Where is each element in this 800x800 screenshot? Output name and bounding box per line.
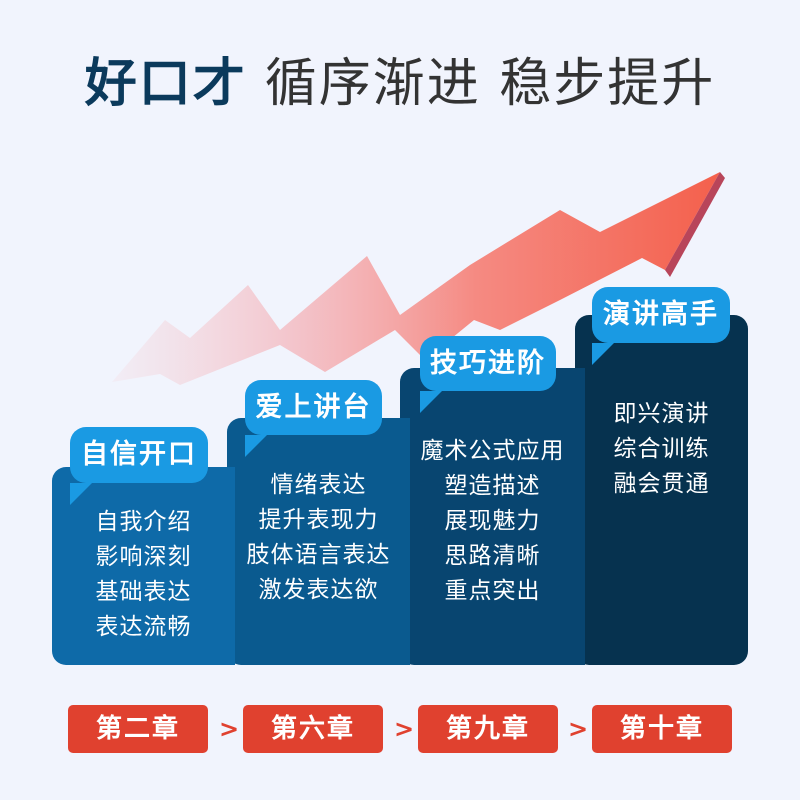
stage-label-4: 演讲高手 (592, 287, 730, 365)
chapter-badge-2: 第六章 (243, 705, 383, 753)
stage-item: 融会贯通 (613, 471, 710, 497)
stage-label-3: 技巧进阶 (420, 336, 556, 413)
title-slogan: 循序渐进 稳步提升 (264, 54, 716, 114)
chevron-right-icon: > (568, 715, 589, 743)
chapter-badge-4: 第十章 (592, 705, 732, 753)
stage-card-3: 魔术公式应用 塑造描述 展现魅力 思路清晰 重点突出 (400, 368, 585, 665)
stage-item: 即兴演讲 (613, 401, 710, 427)
stage-item: 提升表现力 (258, 507, 379, 533)
chevron-right-icon: > (394, 715, 415, 743)
stage-card-4: 即兴演讲 综合训练 融会贯通 (575, 315, 748, 665)
stage-item: 自我介绍 (95, 509, 192, 535)
stage-label-1: 自信开口 (70, 427, 208, 505)
stage-item: 展现魅力 (444, 508, 541, 534)
page-title: 好口才循序渐进 稳步提升 (0, 52, 800, 116)
stage-item: 激发表达欲 (258, 577, 379, 603)
title-brand: 好口才 (84, 54, 247, 114)
stage-card-2: 情绪表达 提升表现力 肢体语言表达 激发表达欲 (227, 418, 410, 665)
stage-label-2: 爱上讲台 (245, 380, 382, 457)
chapter-badge-3: 第九章 (418, 705, 558, 753)
stage-item: 塑造描述 (444, 473, 541, 499)
stage-item: 魔术公式应用 (420, 438, 565, 464)
chevron-right-icon: > (219, 715, 240, 743)
stage-item: 影响深刻 (95, 544, 192, 570)
chapter-progress: 第二章 > 第六章 > 第九章 > 第十章 (0, 705, 800, 755)
stage-item: 思路清晰 (444, 543, 541, 569)
stage-item: 重点突出 (444, 578, 541, 604)
stage-item: 肢体语言表达 (246, 542, 391, 568)
stage-item: 表达流畅 (95, 614, 192, 640)
stage-item: 基础表达 (95, 579, 192, 605)
chapter-badge-1: 第二章 (68, 705, 208, 753)
stage-item: 情绪表达 (270, 472, 367, 498)
stage-item: 综合训练 (613, 436, 710, 462)
